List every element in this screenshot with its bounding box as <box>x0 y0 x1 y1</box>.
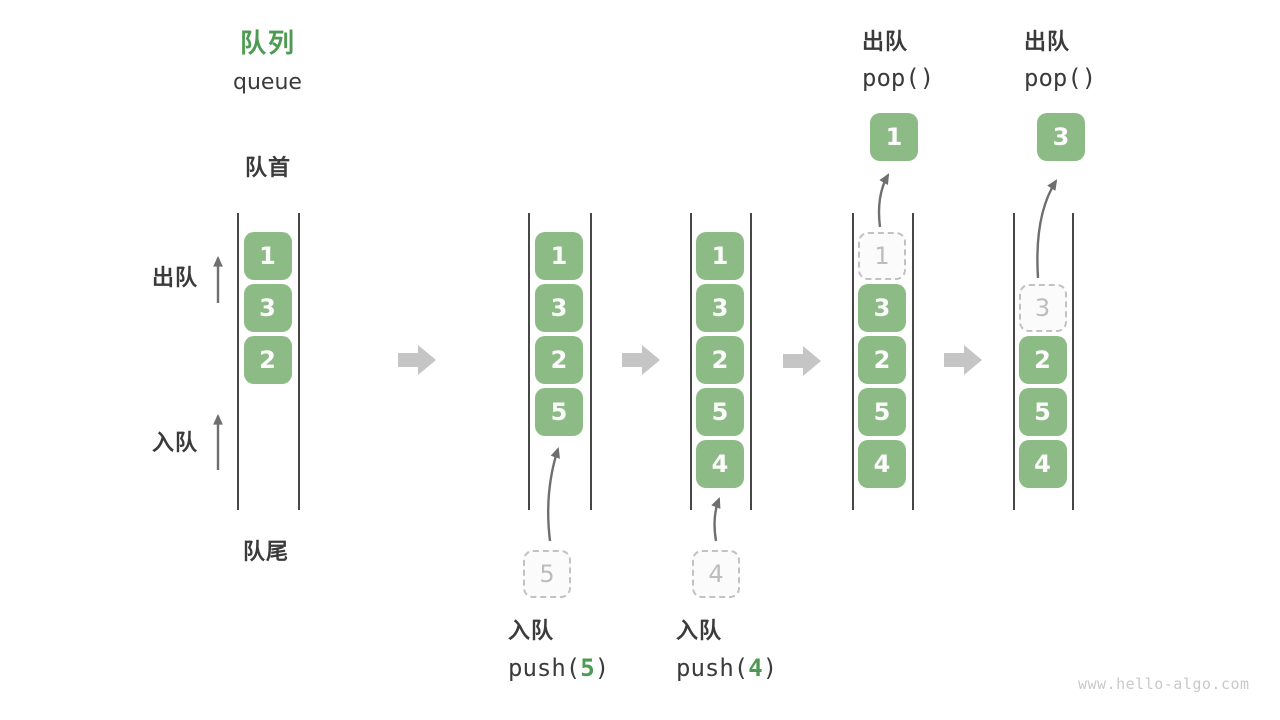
queue-item-box: 4 <box>1018 440 1067 488</box>
queue-item-box: 4 <box>858 440 906 488</box>
queue-item-box: 1 <box>243 232 292 280</box>
queue-item-dashed-box: 3 <box>1018 284 1067 332</box>
operation-label: 入队 <box>508 619 555 644</box>
incoming-item-box: 4 <box>692 550 740 598</box>
queue-item-box: 2 <box>696 336 744 384</box>
enqueue-direction-label: 入队 <box>152 431 199 456</box>
queue-rear-label: 队尾 <box>243 540 290 565</box>
operation-label: 入队 <box>676 619 723 644</box>
queue-item-box: 3 <box>696 284 744 332</box>
queue-item-box: 5 <box>1018 388 1067 436</box>
operation-label: 出队 <box>1024 30 1071 55</box>
queue-front-label: 队首 <box>245 156 292 181</box>
queue-item-box: 5 <box>858 388 906 436</box>
operation-code: pop() <box>1024 64 1097 92</box>
queue-item-box: 3 <box>243 284 292 332</box>
operation-code: pop() <box>862 64 935 92</box>
queue-item-box: 3 <box>535 284 583 332</box>
watermark: www.hello-algo.com <box>1078 675 1250 693</box>
popped-item-box: 1 <box>870 113 918 161</box>
incoming-item-box: 5 <box>523 550 571 598</box>
queue-wall-right <box>298 213 300 510</box>
queue-wall-left <box>690 213 692 510</box>
queue-wall-left <box>528 213 530 510</box>
queue-wall-right <box>912 213 914 510</box>
operation-code: push(4) <box>676 654 778 682</box>
queue-item-box: 3 <box>858 284 906 332</box>
state-transition-arrow-icon <box>398 345 436 375</box>
state-transition-arrow-icon <box>783 346 821 376</box>
operation-code: push(5) <box>508 654 610 682</box>
queue-wall-left <box>852 213 854 510</box>
queue-wall-left <box>1013 213 1015 510</box>
operation-arg: 4 <box>748 654 763 682</box>
queue-item-box: 2 <box>858 336 906 384</box>
dequeue-direction-label: 出队 <box>152 266 199 291</box>
queue-item-box: 4 <box>696 440 744 488</box>
queue-item-box: 2 <box>243 336 292 384</box>
queue-wall-right <box>750 213 752 510</box>
popped-item-box: 3 <box>1037 113 1085 161</box>
queue-item-box: 5 <box>696 388 744 436</box>
operation-arg: 5 <box>580 654 595 682</box>
state-transition-arrow-icon <box>622 345 660 375</box>
operation-label: 出队 <box>862 30 909 55</box>
queue-item-box: 2 <box>1018 336 1067 384</box>
diagram-title-en: queue <box>233 70 302 95</box>
queue-item-box: 1 <box>535 232 583 280</box>
queue-item-box: 2 <box>535 336 583 384</box>
queue-wall-left <box>237 213 239 510</box>
queue-wall-right <box>1072 213 1074 510</box>
queue-wall-right <box>590 213 592 510</box>
queue-item-box: 5 <box>535 388 583 436</box>
diagram-title-zh: 队列 <box>240 29 297 59</box>
queue-item-dashed-box: 1 <box>858 232 906 280</box>
state-transition-arrow-icon <box>944 345 982 375</box>
queue-item-box: 1 <box>696 232 744 280</box>
